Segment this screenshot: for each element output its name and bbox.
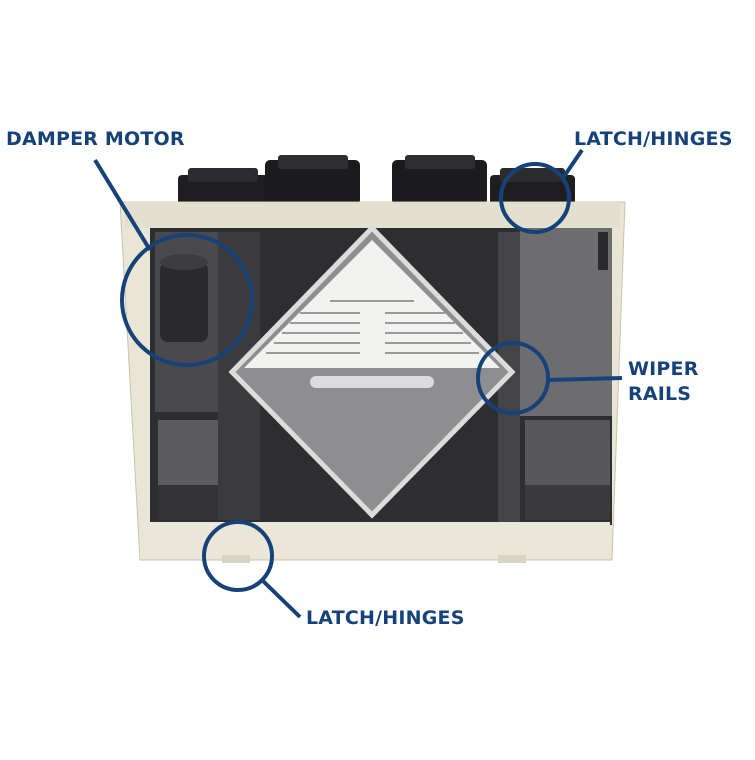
latch-top-leader-line — [561, 148, 584, 180]
latch-bottom-leader-line — [260, 578, 302, 619]
right-compartment — [498, 228, 612, 522]
heat-recovery-core — [228, 224, 516, 519]
wiper-rails-label-line2: RAILS — [628, 383, 692, 405]
cabinet-feet — [222, 555, 526, 563]
latch-hinges-top-label: LATCH/HINGES — [574, 128, 733, 150]
latch-top-callout-circle — [499, 162, 571, 234]
damper-motor-label: DAMPER MOTOR — [6, 128, 185, 150]
callouts-graphics — [93, 148, 623, 619]
duct-collars — [178, 155, 575, 205]
latch-bottom-callout-circle — [202, 520, 274, 592]
wiper-rails-label: WIPER RAILS — [628, 357, 699, 407]
damper-motor-callout-circle — [120, 233, 254, 367]
latch-hinges-bottom-label: LATCH/HINGES — [306, 607, 465, 629]
wiper-rails-leader-line — [547, 376, 623, 382]
damper-motor-leader-line — [93, 158, 152, 252]
wiper-rails-label-line1: WIPER — [628, 358, 699, 380]
